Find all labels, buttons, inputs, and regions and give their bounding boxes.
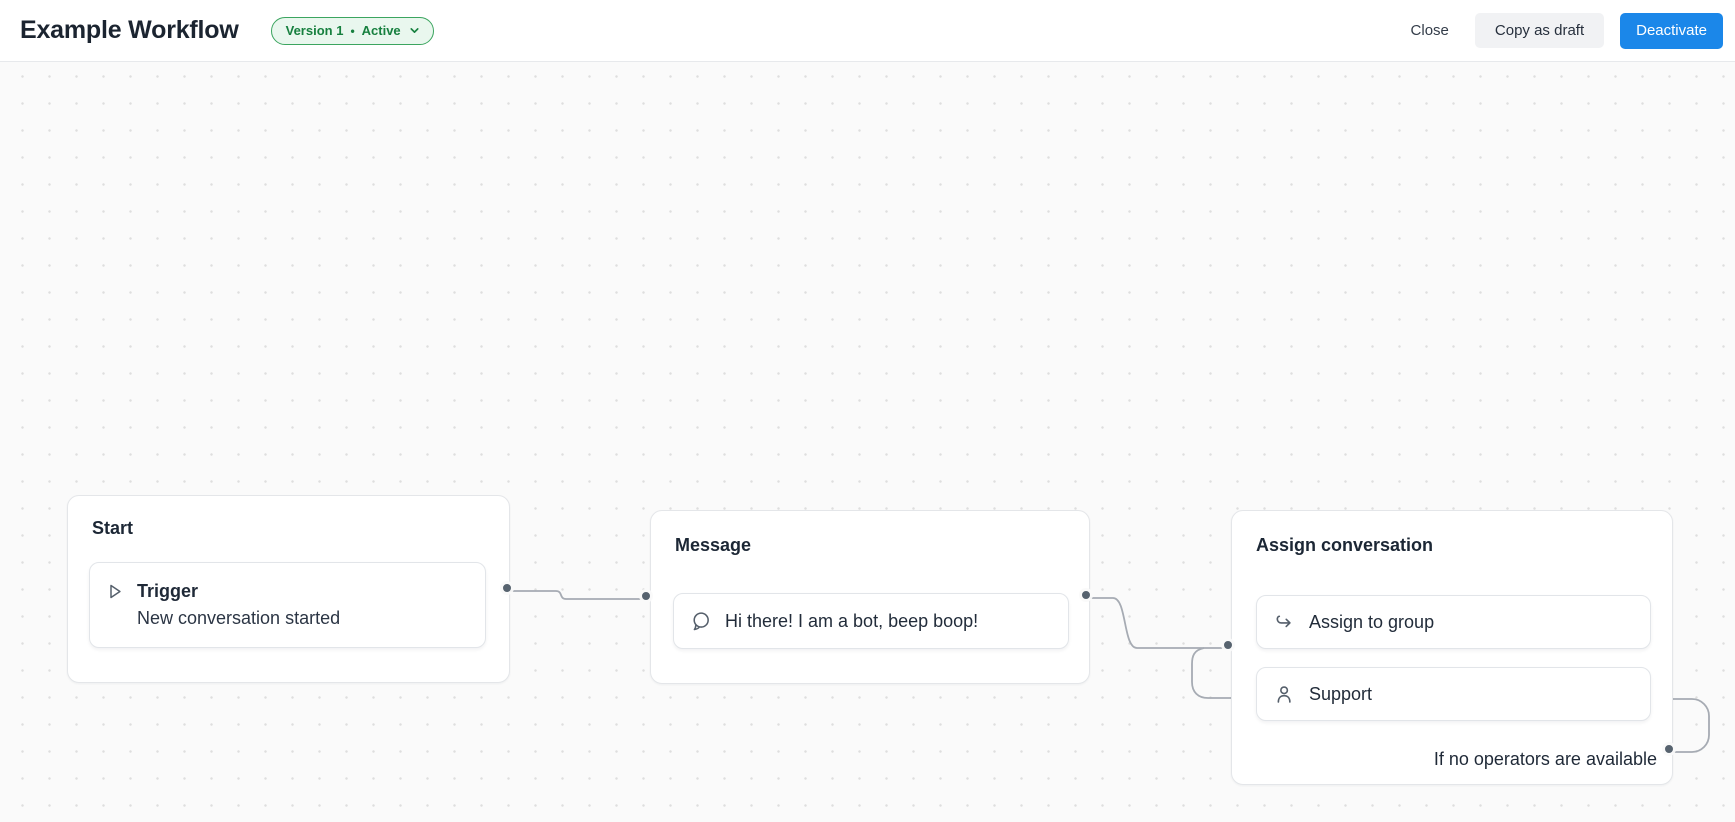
node-start-title: Start xyxy=(92,518,134,538)
node-message-title: Message xyxy=(675,535,752,555)
badge-separator: • xyxy=(350,23,355,38)
version-status-badge[interactable]: Version 1 • Active xyxy=(270,16,434,45)
page-title: Example Workflow xyxy=(20,16,239,44)
user-icon xyxy=(1273,683,1296,706)
node-start[interactable]: Start Trigger New conversation started xyxy=(67,495,510,683)
play-icon xyxy=(104,581,125,602)
port-message-input[interactable] xyxy=(642,592,650,600)
edge-start-to-message xyxy=(510,590,649,600)
assign-arrow-icon xyxy=(1273,611,1296,634)
edge-branch-to-support xyxy=(1191,647,1231,699)
message-bubble-card[interactable]: Hi there! I am a bot, beep boop! xyxy=(673,593,1069,649)
port-message-output[interactable] xyxy=(1082,591,1090,599)
version-label: Version 1 xyxy=(285,23,344,38)
edge-fallback-loop xyxy=(1672,698,1710,753)
trigger-subtitle: New conversation started xyxy=(137,608,341,628)
copy-as-draft-button[interactable]: Copy as draft xyxy=(1474,13,1605,48)
support-team-card[interactable]: Support xyxy=(1256,667,1651,721)
trigger-title: Trigger xyxy=(137,581,199,601)
assign-to-group-card[interactable]: Assign to group xyxy=(1256,595,1651,649)
support-team-label: Support xyxy=(1309,683,1373,704)
header: Example Workflow Version 1 • Active Clos… xyxy=(0,0,1735,62)
deactivate-button[interactable]: Deactivate xyxy=(1620,12,1723,49)
node-assign-conversation[interactable]: Assign conversation Assign to group xyxy=(1231,510,1673,785)
edge-message-to-assign xyxy=(1089,597,1231,649)
assign-to-group-label: Assign to group xyxy=(1309,611,1435,632)
trigger-card[interactable]: Trigger New conversation started xyxy=(89,562,486,648)
port-fallback-output[interactable] xyxy=(1665,745,1673,753)
message-bubble-text: Hi there! I am a bot, beep boop! xyxy=(725,610,979,631)
node-message[interactable]: Message Hi there! I am a bot, beep boop! xyxy=(650,510,1090,684)
chevron-down-icon xyxy=(408,24,421,37)
workflow-canvas[interactable]: Start Trigger New conversation started M… xyxy=(0,62,1735,822)
status-label: Active xyxy=(361,23,401,38)
port-assign-input[interactable] xyxy=(1224,641,1232,649)
fallback-condition-label: If no operators are available xyxy=(1433,749,1657,769)
node-assign-title: Assign conversation xyxy=(1256,535,1434,555)
chat-bubble-icon xyxy=(690,610,712,632)
port-start-output[interactable] xyxy=(503,584,511,592)
close-button[interactable]: Close xyxy=(1401,14,1459,47)
